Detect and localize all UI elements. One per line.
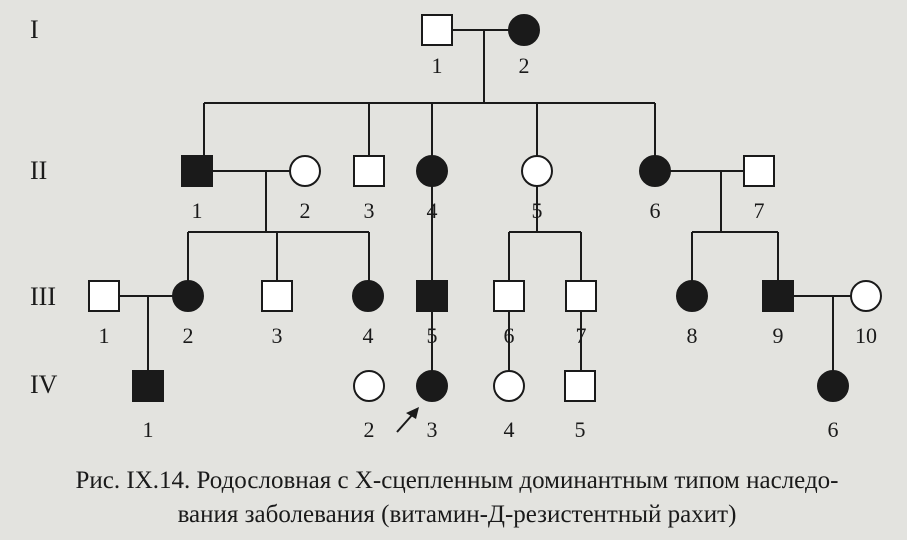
affected-male-iii-9-square (762, 280, 794, 312)
individual-label-iii-6: 6 (504, 323, 515, 348)
individual-label-i-1: 1 (432, 53, 443, 78)
unaffected-female-ii-5-circle (521, 155, 553, 187)
caption-line-1: Рис. IX.14. Родословная с Х-сцепленным д… (75, 467, 839, 494)
caption-line-2: вания заболевания (витамин-Д-резистентны… (177, 501, 737, 528)
generation-label-iv: IV (30, 370, 58, 399)
affected-male-ii-1-square (181, 155, 213, 187)
unaffected-female-iv-4-circle (493, 370, 525, 402)
proband-arrow-shaft (396, 413, 414, 433)
individual-label-iv-2: 2 (364, 417, 375, 442)
unaffected-male-iv-5-square (564, 370, 596, 402)
generation-label-iii: III (30, 282, 56, 311)
unaffected-male-iii-7-square (565, 280, 597, 312)
affected-female-iii-4-circle (352, 280, 384, 312)
individual-label-iii-3: 3 (272, 323, 283, 348)
individual-label-ii-2: 2 (300, 198, 311, 223)
individual-label-i-2: 2 (519, 53, 530, 78)
individual-label-iii-9: 9 (773, 323, 784, 348)
individual-label-iv-5: 5 (575, 417, 586, 442)
affected-female-i-2-circle (508, 14, 540, 46)
unaffected-male-iii-1-square (88, 280, 120, 312)
generation-label-ii: II (30, 156, 47, 185)
unaffected-female-ii-2-circle (289, 155, 321, 187)
individual-label-iii-8: 8 (687, 323, 698, 348)
individual-label-iii-10: 10 (855, 323, 877, 348)
individual-label-iii-7: 7 (576, 323, 587, 348)
individual-label-iii-1: 1 (99, 323, 110, 348)
individual-label-iii-2: 2 (183, 323, 194, 348)
individual-label-ii-6: 6 (650, 198, 661, 223)
individual-label-iii-5: 5 (427, 323, 438, 348)
individual-label-iv-6: 6 (828, 417, 839, 442)
individual-label-ii-1: 1 (192, 198, 203, 223)
figure-caption: Рис. IX.14. Родословная с Х-сцепленным д… (22, 464, 892, 532)
affected-female-ii-4-circle (416, 155, 448, 187)
affected-female-iv-6-circle (817, 370, 849, 402)
affected-female-iv-3-circle (416, 370, 448, 402)
unaffected-female-iii-10-circle (850, 280, 882, 312)
affected-male-iii-5-square (416, 280, 448, 312)
individual-label-iv-1: 1 (143, 417, 154, 442)
individual-label-iv-4: 4 (504, 417, 515, 442)
affected-female-iii-8-circle (676, 280, 708, 312)
unaffected-male-iii-3-square (261, 280, 293, 312)
unaffected-male-iii-6-square (493, 280, 525, 312)
individual-label-ii-7: 7 (754, 198, 765, 223)
unaffected-male-ii-3-square (353, 155, 385, 187)
individual-label-ii-4: 4 (427, 198, 438, 223)
individual-label-iv-3: 3 (427, 417, 438, 442)
affected-female-iii-2-circle (172, 280, 204, 312)
individual-label-ii-3: 3 (364, 198, 375, 223)
unaffected-male-ii-7-square (743, 155, 775, 187)
individual-label-iii-4: 4 (363, 323, 374, 348)
proband-arrow-icon (406, 407, 419, 419)
affected-male-iv-1-square (132, 370, 164, 402)
generation-label-i: I (30, 15, 39, 44)
unaffected-female-iv-2-circle (353, 370, 385, 402)
individual-label-ii-5: 5 (532, 198, 543, 223)
affected-female-ii-6-circle (639, 155, 671, 187)
unaffected-male-i-1-square (421, 14, 453, 46)
